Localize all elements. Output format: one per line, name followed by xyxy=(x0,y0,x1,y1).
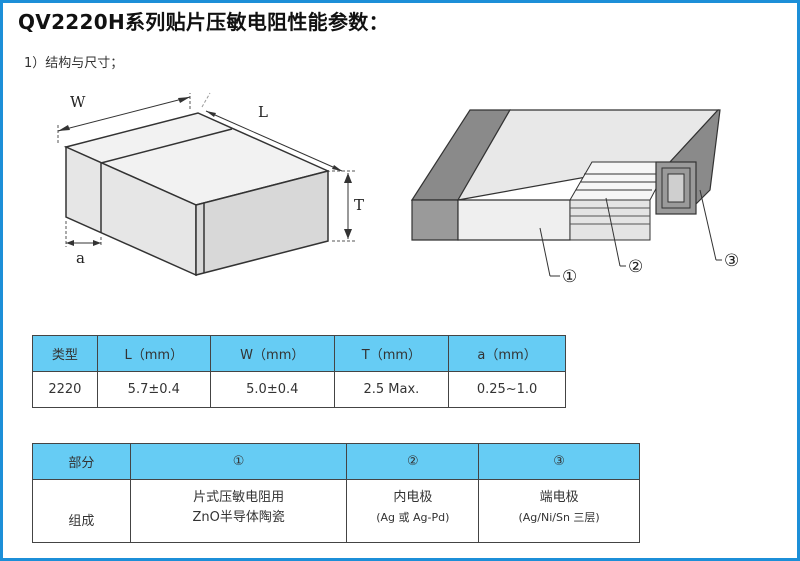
marker-3: ③ xyxy=(724,251,739,271)
col-header-a: a（mm） xyxy=(448,335,566,372)
parts-table: 部分 ① ② ③ 组成 片式压敏电阻用 ZnO半导体陶瓷 内电极 (Ag 或 A… xyxy=(32,443,640,543)
label-l: L xyxy=(258,103,268,121)
marker-1: ① xyxy=(562,267,577,287)
cell-type: 2220 xyxy=(32,371,98,408)
part-2-line-1: 内电极 xyxy=(393,490,433,505)
cell-a: 0.25~1.0 xyxy=(448,371,566,408)
section-subtitle: 1）结构与尺寸； xyxy=(24,56,124,71)
cell-w: 5.0±0.4 xyxy=(209,371,335,408)
chip-dimension-figure: W L T a xyxy=(57,92,364,277)
cell-t: 2.5 Max. xyxy=(333,371,450,408)
row-label: 组成 xyxy=(68,514,95,529)
cell-part-2: 内电极 (Ag 或 Ag-Pd) xyxy=(346,479,480,543)
col-header-2: ② xyxy=(346,443,480,480)
dimensions-table: 类型 L（mm） W（mm） T（mm） a（mm） 2220 5.7±0.4 … xyxy=(32,335,566,408)
cell-part-1: 片式压敏电阻用 ZnO半导体陶瓷 xyxy=(129,479,348,543)
chip-structure-figure: ① ② ③ xyxy=(410,109,739,287)
cell-l: 5.7±0.4 xyxy=(96,371,211,408)
col-header-t: T（mm） xyxy=(333,335,450,372)
marker-2: ② xyxy=(628,257,643,277)
cell-part-3: 端电极 (Ag/Ni/Sn 三层) xyxy=(478,479,640,543)
col-header-1: ① xyxy=(129,443,348,480)
col-header-type: 类型 xyxy=(32,335,98,372)
label-w: W xyxy=(70,93,86,111)
table-row: 组成 片式压敏电阻用 ZnO半导体陶瓷 内电极 (Ag 或 Ag-Pd) 端电极… xyxy=(32,479,640,543)
col-header-l: L（mm） xyxy=(96,335,211,372)
col-header-3: ③ xyxy=(478,443,640,480)
col-header-part: 部分 xyxy=(32,443,131,480)
page-title: QV2220H系列贴片压敏电阻性能参数： xyxy=(18,10,389,34)
col-header-w: W（mm） xyxy=(209,335,335,372)
part-1-line-2: ZnO半导体陶瓷 xyxy=(192,510,285,525)
label-t: T xyxy=(354,196,364,214)
label-a: a xyxy=(76,249,85,267)
part-3-line-2: (Ag/Ni/Sn 三层) xyxy=(518,511,600,524)
part-2-line-2: (Ag 或 Ag-Pd) xyxy=(376,511,450,524)
table-row: 2220 5.7±0.4 5.0±0.4 2.5 Max. 0.25~1.0 xyxy=(32,371,566,408)
table-header-row: 部分 ① ② ③ xyxy=(32,443,640,480)
part-1-line-1: 片式压敏电阻用 xyxy=(193,490,285,505)
row-label-cell: 组成 xyxy=(32,479,131,543)
part-3-line-1: 端电极 xyxy=(539,490,579,505)
table-header-row: 类型 L（mm） W（mm） T（mm） a（mm） xyxy=(32,335,566,372)
